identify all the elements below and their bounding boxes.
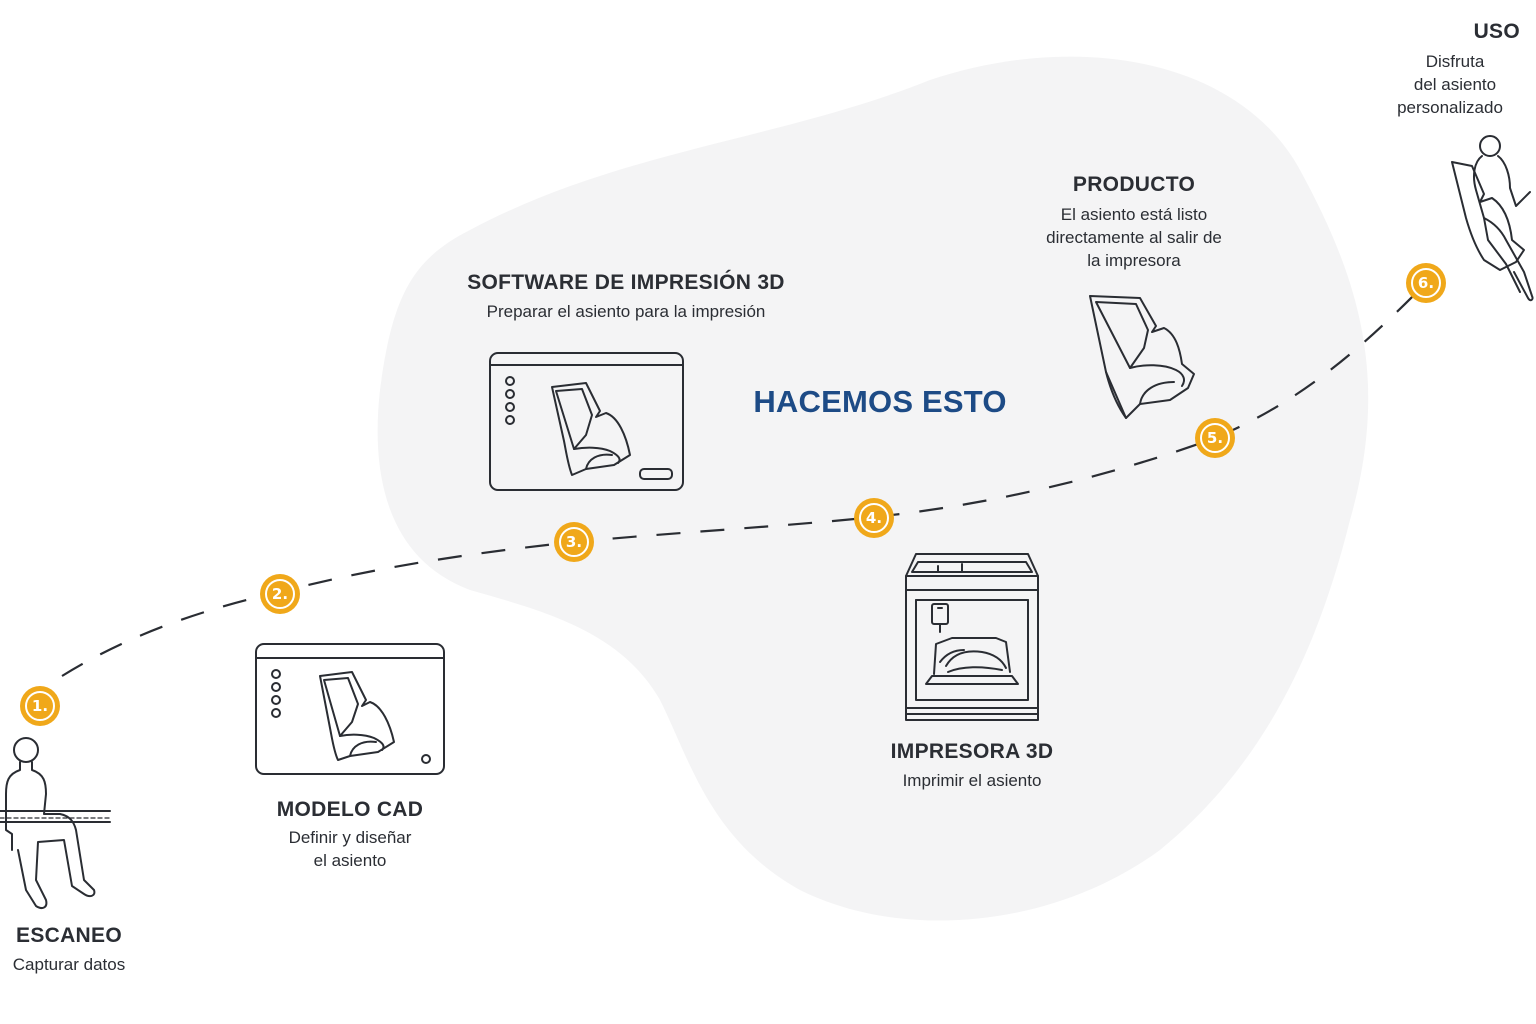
- step-2-line-2: el asiento: [313, 851, 387, 870]
- step-4-title: IMPRESORA 3D: [890, 740, 1054, 763]
- print-software-screen-icon: [489, 352, 684, 491]
- step-badge-3: 3.: [554, 522, 594, 562]
- step-6-line-2: del asiento: [1413, 75, 1497, 94]
- center-title: HACEMOS ESTO: [753, 384, 1007, 419]
- step-2-title: MODELO CAD: [276, 798, 424, 821]
- step-1-line-1: Capturar datos: [12, 955, 126, 974]
- step-2-text: MODELO CAD Definir y diseñar el asiento: [238, 798, 462, 872]
- step-1-text: ESCANEO Capturar datos: [0, 924, 148, 976]
- printed-seat-icon: [1089, 295, 1195, 419]
- step-5-line-3: la impresora: [1087, 251, 1181, 270]
- 3d-printer-icon: [905, 553, 1039, 721]
- step-3-title: SOFTWARE DE IMPRESIÓN 3D: [467, 271, 785, 294]
- step-5-text: PRODUCTO El asiento está listo directame…: [1004, 173, 1264, 272]
- step-6-line-3: personalizado: [1397, 98, 1503, 117]
- step-1-title: ESCANEO: [16, 924, 122, 947]
- person-in-seat-icon: [1451, 135, 1534, 302]
- step-badge-1: 1.: [20, 686, 60, 726]
- cad-screen-icon: [255, 643, 445, 775]
- step-badge-2: 2.: [260, 574, 300, 614]
- background-blob: [377, 56, 1369, 921]
- step-3-line-1: Preparar el asiento para la impresión: [486, 302, 766, 321]
- step-5-line-1: El asiento está listo: [1060, 205, 1208, 224]
- step-badge-4: 4.: [854, 498, 894, 538]
- step-5-line-2: directamente al salir de: [1046, 228, 1222, 247]
- step-2-line-1: Definir y diseñar: [288, 828, 412, 847]
- step-3-text: SOFTWARE DE IMPRESIÓN 3D Preparar el asi…: [416, 271, 836, 323]
- step-badge-5: 5.: [1195, 418, 1235, 458]
- step-6-text: USO Disfruta del asiento personalizado: [1360, 20, 1526, 119]
- step-6-title: USO: [1473, 20, 1520, 43]
- step-badge-6: 6.: [1406, 263, 1446, 303]
- step-4-line-1: Imprimir el asiento: [902, 771, 1042, 790]
- step-4-text: IMPRESORA 3D Imprimir el asiento: [852, 740, 1092, 792]
- step-5-title: PRODUCTO: [1072, 173, 1196, 196]
- seated-person-scan-icon: [0, 737, 111, 909]
- step-6-line-1: Disfruta: [1425, 52, 1485, 71]
